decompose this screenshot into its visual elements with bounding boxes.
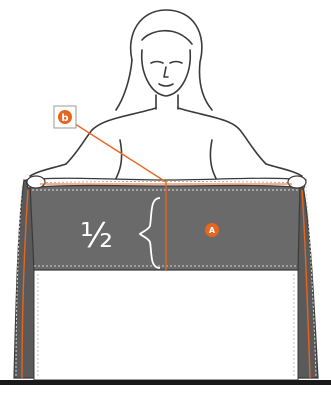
nose <box>164 67 168 77</box>
left-arm <box>30 164 66 176</box>
left-eye <box>151 62 163 64</box>
neck <box>156 95 178 109</box>
right-arm <box>266 164 302 176</box>
face-outline <box>142 50 191 96</box>
mouth <box>159 84 173 86</box>
half-label: ½ <box>80 216 113 256</box>
shoulders-torso <box>66 108 266 182</box>
hair-fringe <box>142 31 192 44</box>
ground-line <box>0 380 331 385</box>
folded-panel <box>30 184 300 270</box>
fabric-lower-panel <box>34 270 298 380</box>
marker-b-label: b <box>61 113 68 124</box>
left-hand <box>27 176 45 188</box>
right-eye <box>170 62 182 64</box>
right-hand <box>288 176 306 188</box>
marker-a-label: A <box>209 226 216 235</box>
